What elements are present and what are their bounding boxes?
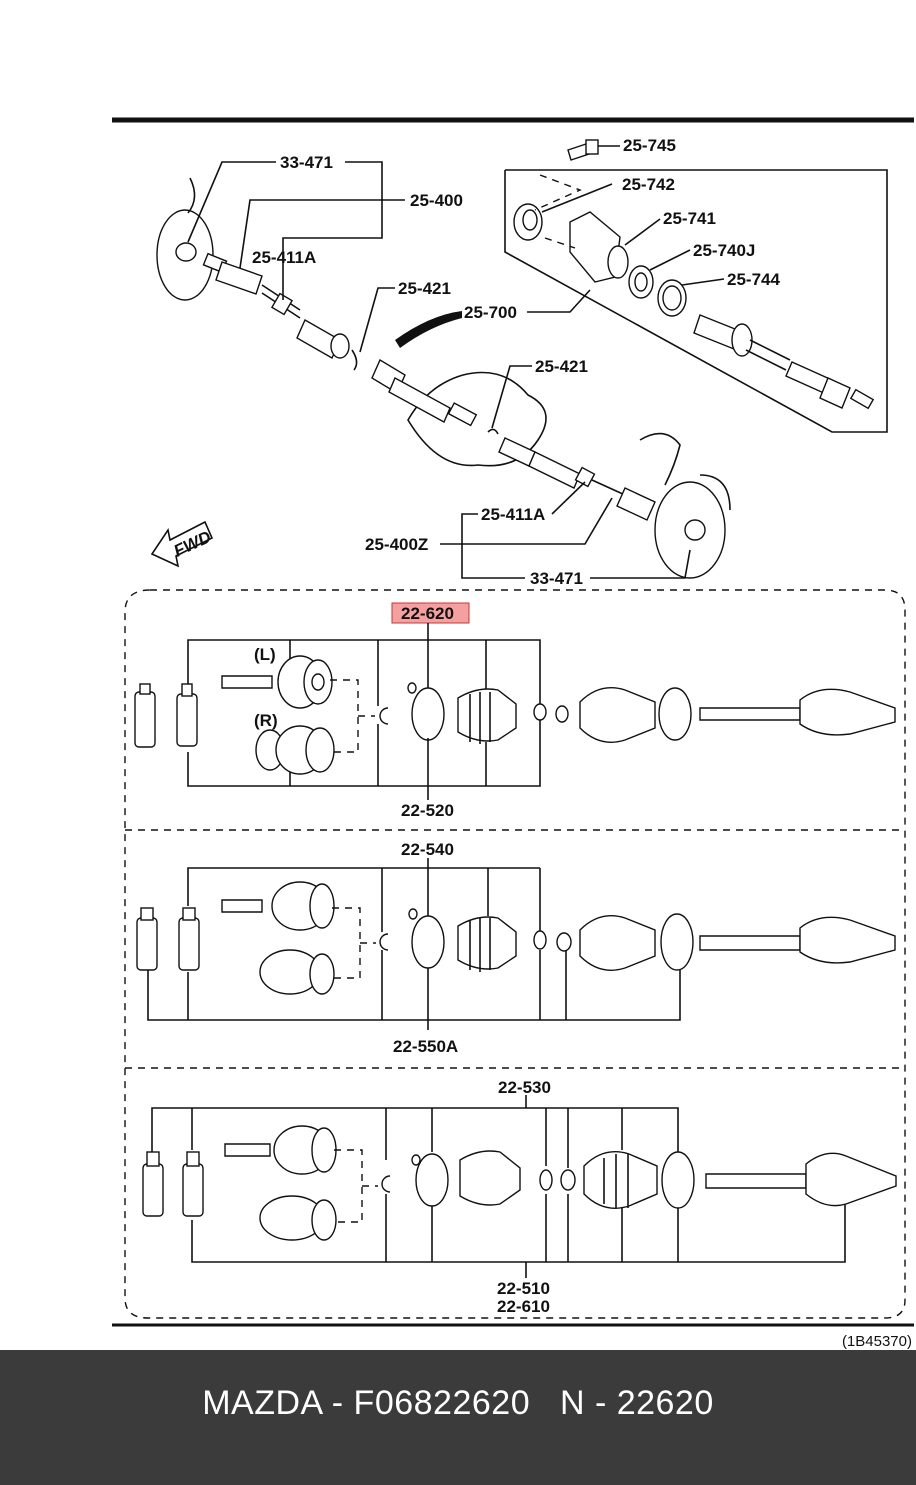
footer-part-number: MAZDA - F06822620 N - 22620 <box>202 1384 714 1422</box>
leader-25-421b <box>491 365 532 429</box>
row1-parts <box>134 639 896 800</box>
left-hub <box>156 177 214 301</box>
highlight-box <box>391 602 470 624</box>
label-L: (L) <box>254 645 276 664</box>
leader-25-400Z <box>440 497 613 545</box>
label-22-610: 22-610 <box>497 1297 550 1316</box>
row2-parts <box>136 858 896 1030</box>
label-25-700: 25-700 <box>464 303 517 322</box>
label-33-471-top: 33-471 <box>280 153 333 172</box>
label-25-411A-bottom: 25-411A <box>481 505 545 524</box>
label-22-540: 22-540 <box>401 840 454 859</box>
label-25-411A-top: 25-411A <box>252 248 316 267</box>
label-22-520: 22-520 <box>401 801 454 820</box>
pointer-wedge <box>395 311 462 348</box>
label-22-530: 22-530 <box>498 1078 551 1097</box>
leader-25-411A-b <box>551 481 586 515</box>
leader-25-400 <box>239 199 405 269</box>
label-25-421-top: 25-421 <box>398 279 451 298</box>
label-22-550A: 22-550A <box>393 1037 458 1056</box>
footer-bar: MAZDA - F06822620 N - 22620 <box>0 1350 916 1485</box>
leader-33-471-b <box>590 549 691 579</box>
parts-diagram: 33-471 25-400 25-411A 25-421 25-700 25-4… <box>112 117 914 1350</box>
label-25-741: 25-741 <box>663 209 716 228</box>
right-hub <box>639 432 731 579</box>
leader-33-471-bracket <box>282 161 383 300</box>
diagram-code: (1B45370) <box>842 1333 912 1350</box>
label-R: (R) <box>254 711 278 730</box>
label-22-620: 22-620 <box>401 604 454 623</box>
leader-25-411A-bracket <box>461 513 525 579</box>
label-25-742: 25-742 <box>622 175 675 194</box>
leader-33-471-top <box>187 161 276 243</box>
leader-25-700 <box>527 289 591 313</box>
label-25-744: 25-744 <box>727 270 780 289</box>
label-33-471-bottom: 33-471 <box>530 569 583 588</box>
leader-25-421 <box>359 287 395 353</box>
fwd-arrow-icon: FWD <box>150 520 214 568</box>
bearing-inset <box>504 139 888 433</box>
label-25-400Z: 25-400Z <box>365 535 428 554</box>
transaxle <box>371 358 656 521</box>
label-22-510: 22-510 <box>497 1279 550 1298</box>
label-25-421-mid: 25-421 <box>535 357 588 376</box>
label-25-400: 25-400 <box>410 191 463 210</box>
label-25-740J: 25-740J <box>693 241 755 260</box>
label-25-745: 25-745 <box>623 136 676 155</box>
left-shaft <box>202 252 358 371</box>
row3-parts <box>142 1095 897 1278</box>
kit-frame <box>124 589 906 1319</box>
